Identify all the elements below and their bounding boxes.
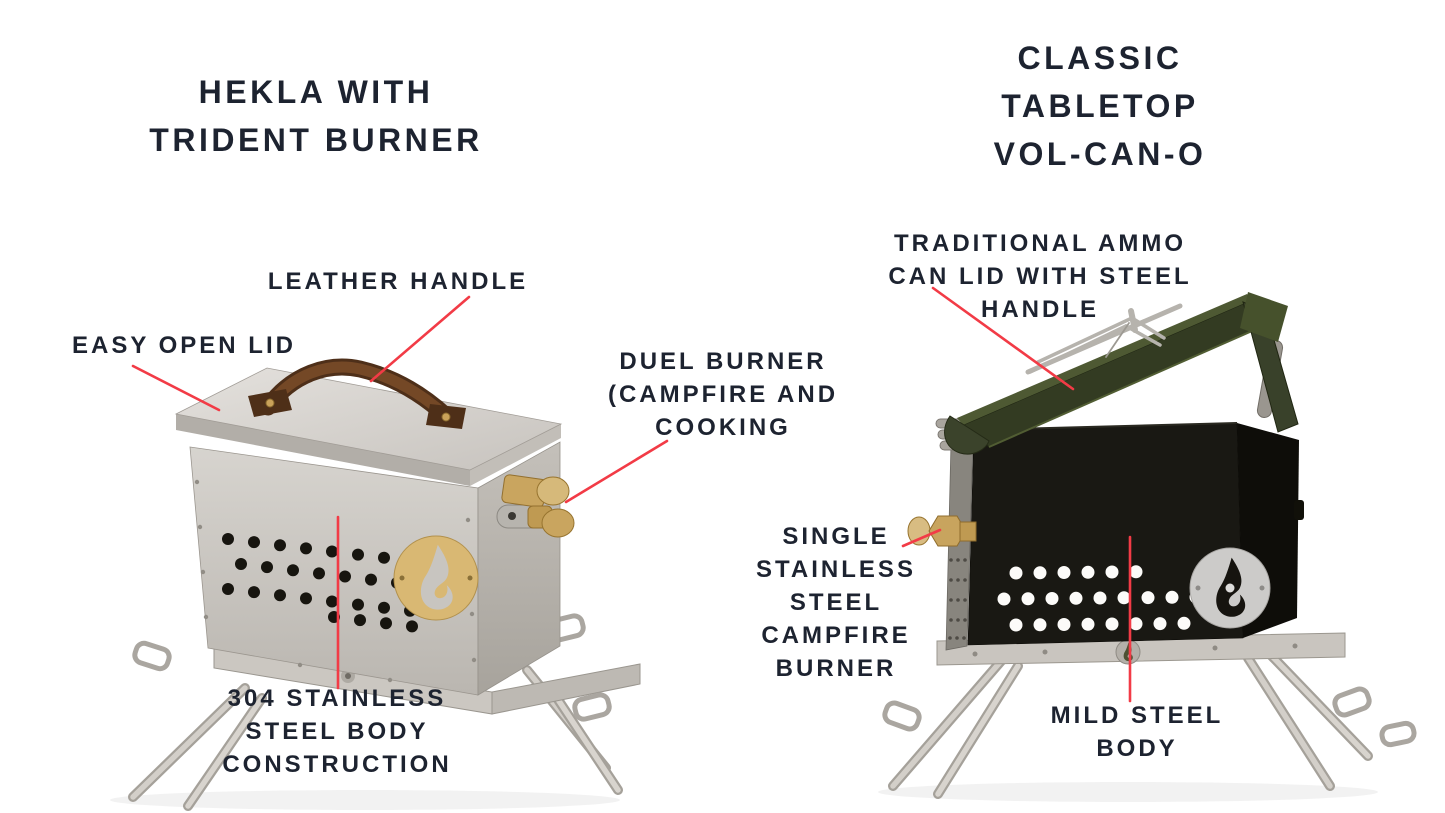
annotation-line-ammo-can-lid [931, 286, 1075, 391]
hekla-body-box [174, 367, 563, 696]
volcano-wire-loops [882, 686, 1417, 748]
hekla-shadow [110, 790, 620, 810]
annotation-line-single-burner [901, 528, 942, 548]
flame-logo-badge-silver [1189, 547, 1271, 629]
annotation-lines [131, 286, 1132, 703]
body-construction-label: 304 STAINLESS STEEL BODY CONSTRUCTION [222, 685, 452, 778]
right-product-title: CLASSIC TABLETOP VOL-CAN-O [993, 40, 1207, 172]
hekla-legs [128, 665, 623, 811]
volcano-shadow [878, 782, 1378, 802]
hekla-stove-photo [110, 358, 641, 811]
volcano-stove-photo [878, 292, 1417, 802]
flame-logo-badge-base [1115, 639, 1141, 665]
steel-wire-handle [1025, 303, 1183, 375]
volcano-side-vent-holes [948, 558, 967, 640]
ammo-can-lid-label: TRADITIONAL AMMO CAN LID WITH STEEL HAND… [888, 230, 1192, 323]
leather-handle-label: LEATHER HANDLE [267, 268, 529, 295]
volcano-legs [888, 647, 1373, 799]
single-burner-label: SINGLE STAINLESS STEEL CAMPFIRE BURNER [756, 523, 916, 682]
annotation-line-duel-burner [564, 439, 669, 504]
hekla-base-stand [213, 645, 641, 715]
annotation-line-easy-open-lid [131, 364, 221, 412]
mild-steel-body-label: MILD STEEL BODY [1050, 702, 1224, 762]
easy-open-lid-label: EASY OPEN LID [72, 332, 296, 359]
leather-handle [248, 358, 466, 429]
flame-logo-badge-gold [393, 535, 479, 621]
annotation-line-leather-handle [369, 295, 471, 383]
ammo-can-lid [944, 292, 1299, 455]
duel-burner-valve [496, 474, 575, 538]
duel-burner-label: DUEL BURNER (CAMPFIRE AND COOKING [607, 348, 839, 441]
volcano-vent-holes [997, 565, 1203, 632]
left-product-title: HEKLA WITH TRIDENT BURNER [149, 74, 483, 158]
hekla-wire-loops [132, 613, 612, 722]
